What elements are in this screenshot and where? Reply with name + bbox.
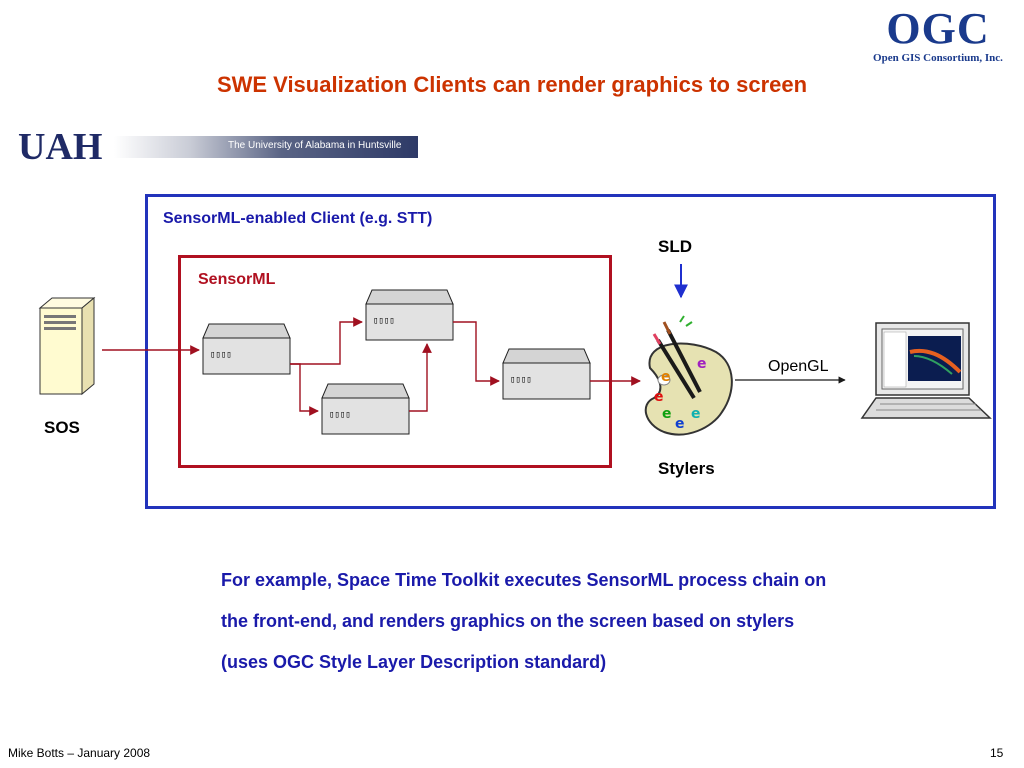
process2-to-process4-arrow <box>453 321 500 386</box>
sensorml-box <box>178 255 612 468</box>
process-block: ▯▯▯▯ <box>365 289 454 341</box>
svg-text:e: e <box>661 369 671 385</box>
ogc-logo-subtitle: Open GIS Consortium, Inc. <box>873 52 1003 64</box>
process1-to-process3-arrow <box>290 363 319 416</box>
ogc-logo: OGC Open GIS Consortium, Inc. <box>856 6 1020 66</box>
laptop-icon <box>860 322 992 419</box>
svg-text:e: e <box>691 406 701 422</box>
stylers-label: Stylers <box>658 459 715 478</box>
process-block-label: ▯▯▯▯ <box>210 350 232 360</box>
svg-text:e: e <box>662 406 672 422</box>
client-box <box>145 194 996 509</box>
sld-label: SLD <box>658 237 692 256</box>
palette-icon: e e e e e e <box>644 315 733 436</box>
footer-author: Mike Botts – January 2008 <box>8 746 151 760</box>
sensorml-box-label: SensorML <box>198 271 276 288</box>
opengl-label: OpenGL <box>768 358 829 375</box>
sos-label: SOS <box>44 418 80 437</box>
description-text: For example, Space Time Toolkit executes… <box>221 570 827 672</box>
process-block: ▯▯▯▯ <box>202 323 291 375</box>
ogc-logo-letters: OGC <box>886 4 990 53</box>
process-block-label: ▯▯▯▯ <box>373 316 395 326</box>
uah-logo-tagline: The University of Alabama in Huntsville <box>228 140 402 151</box>
process-block: ▯▯▯▯ <box>321 383 410 435</box>
process-block-label: ▯▯▯▯ <box>510 375 532 385</box>
client-box-label: SensorML-enabled Client (e.g. STT) <box>163 210 433 227</box>
uah-logo: UAH The University of Alabama in Huntsvi… <box>18 126 418 168</box>
server-icon <box>38 296 96 396</box>
process3-to-process2-arrow <box>409 343 432 412</box>
process-block: ▯▯▯▯ <box>502 348 591 400</box>
svg-text:e: e <box>675 416 685 432</box>
svg-text:e: e <box>697 356 707 372</box>
uah-logo-letters: UAH <box>18 126 103 168</box>
page-number: 15 <box>990 746 1004 760</box>
process-block-label: ▯▯▯▯ <box>329 410 351 420</box>
uah-logo-bar <box>114 136 418 158</box>
process1-to-process2-arrow <box>290 317 363 365</box>
svg-text:e: e <box>654 389 664 405</box>
slide-title: SWE Visualization Clients can render gra… <box>216 72 808 97</box>
